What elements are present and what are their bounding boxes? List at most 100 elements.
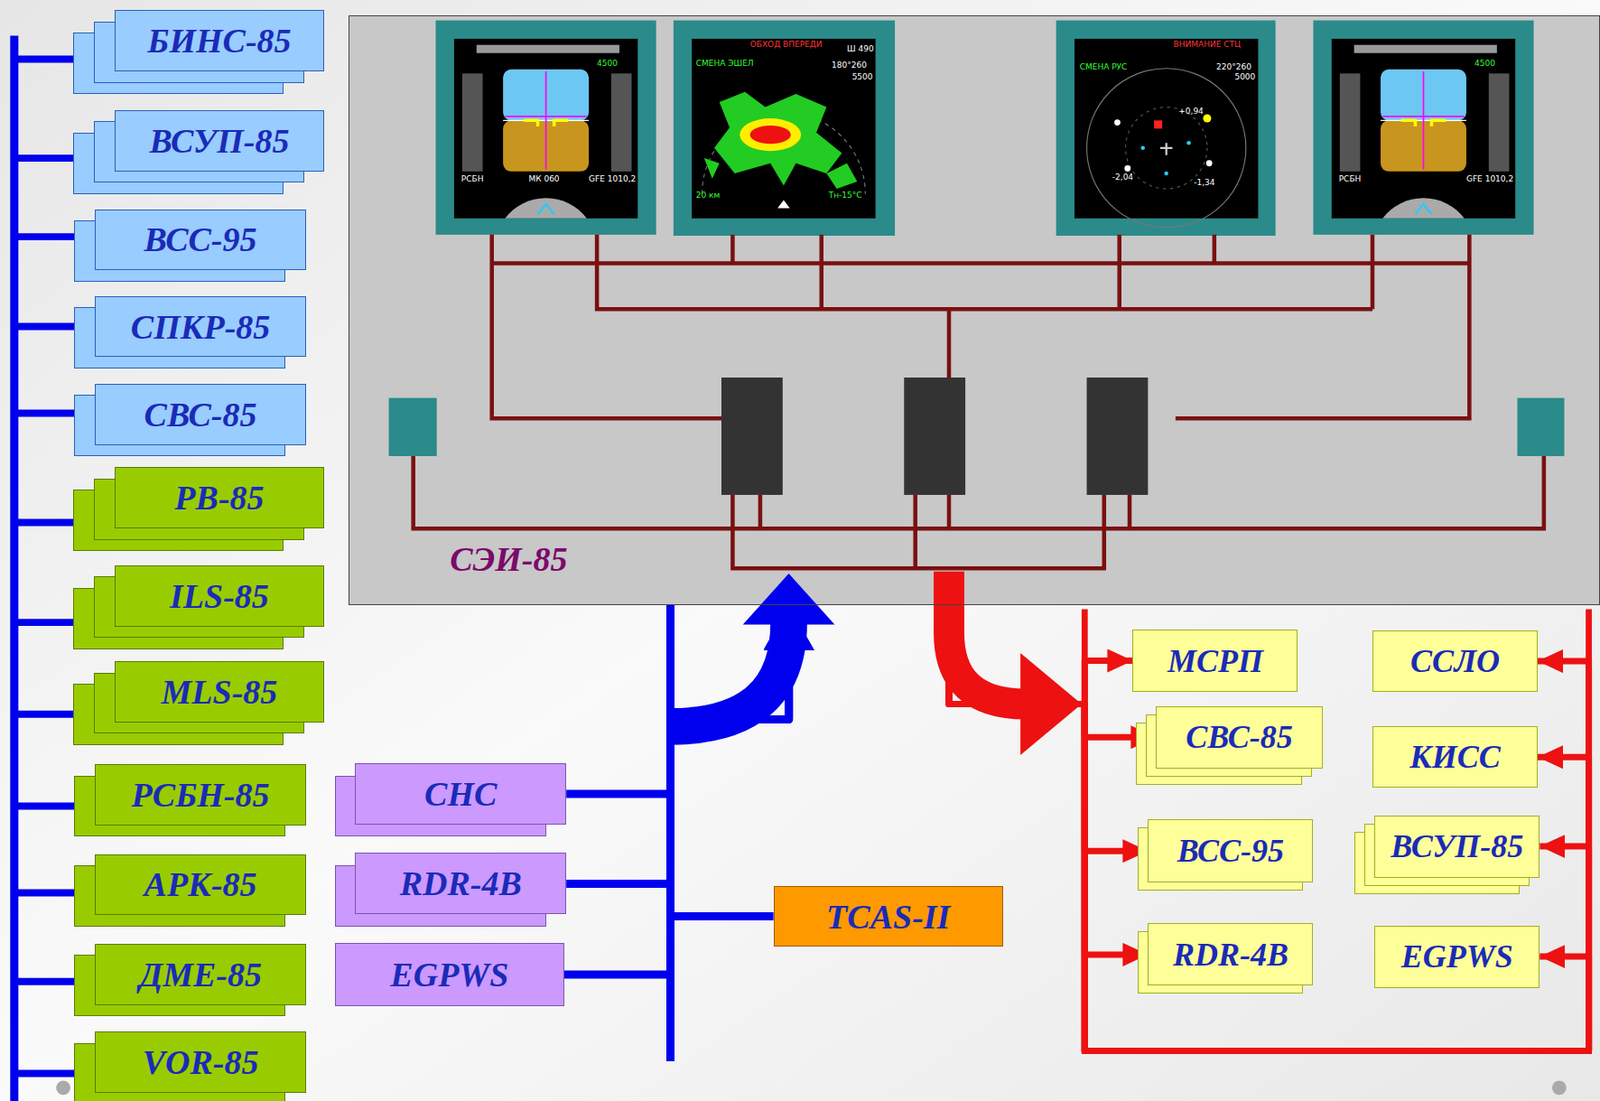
- box-label: РВ-85: [174, 480, 264, 515]
- svg-use: [436, 20, 657, 235]
- box-label: ILS-85: [169, 578, 270, 614]
- screen-readout: Тн-15°С: [828, 191, 863, 200]
- screen-readout: 4500: [596, 59, 618, 68]
- panel-title: СЭИ-85: [449, 541, 568, 577]
- svg-g: [1081, 608, 1592, 1054]
- screen-readout: РСБН: [461, 175, 484, 184]
- svg-g: [1056, 20, 1276, 236]
- svg-path: [669, 622, 789, 726]
- screen-readout: ОБХОД ВПЕРЕДИ: [750, 40, 823, 49]
- box-label: БИНС-85: [147, 23, 291, 58]
- screen-readout: Ш 490: [846, 45, 875, 54]
- svg-rect: [389, 398, 438, 456]
- display-system-panel: СЭИ-85: [348, 15, 1600, 605]
- svg-rect: [1087, 377, 1149, 495]
- svg-line: [14, 977, 77, 986]
- output-connector: [948, 604, 1590, 1052]
- svg-polyline: [596, 234, 1373, 309]
- screen-readout: -1,34: [1193, 178, 1215, 187]
- svg-polyline: [758, 494, 763, 529]
- output-connector: [948, 604, 1590, 1052]
- svg-polyline: [492, 260, 1470, 266]
- svg-circle: [1202, 114, 1211, 123]
- svg-rect: [1056, 20, 1276, 236]
- sensor-box: СВС-85: [94, 383, 307, 446]
- radio-box: MLS-85: [114, 660, 326, 723]
- screen-readout: СМЕНА РУС: [1079, 63, 1128, 72]
- radio-box: АРК-85: [94, 854, 307, 916]
- box-label: СВС-85: [1185, 720, 1293, 754]
- svg-line: [14, 618, 77, 626]
- output-connector: [948, 604, 1156, 737]
- tcas-box: TCAS-II: [773, 885, 1004, 948]
- screen-readout: МК 060: [528, 175, 559, 184]
- svg-rect: [348, 15, 1600, 605]
- radio-box: ILS-85: [114, 565, 326, 627]
- svg-circle: [1206, 159, 1213, 167]
- svg-path: [714, 92, 842, 187]
- data-bus-connector: [564, 604, 790, 975]
- svg-rect: [673, 20, 895, 236]
- svg-use: [1312, 20, 1534, 235]
- svg-path: [948, 571, 1026, 705]
- screen-readout: -2,04: [1112, 173, 1134, 182]
- svg-circle: [1125, 107, 1208, 189]
- svg-polyline: [732, 494, 1104, 568]
- radio-box: VOR-85: [94, 1031, 307, 1093]
- data-bus-connector: [566, 604, 789, 884]
- svg-ellipse: [750, 125, 791, 144]
- svg-circle: [1087, 68, 1247, 228]
- svg-rect: [691, 38, 875, 219]
- box-label: ВСУП-85: [148, 123, 289, 159]
- svg-polyline: [730, 234, 735, 264]
- radio-box: РСБН-85: [94, 763, 307, 826]
- svg-circle: [1124, 165, 1131, 172]
- svg-path: [704, 158, 858, 189]
- sensor-box: ВСС-95: [94, 209, 307, 271]
- svg-g: [14, 59, 77, 1074]
- svg-polyline: [1212, 234, 1218, 264]
- output-connector: [948, 604, 1133, 705]
- screen-readout: 5000: [1234, 73, 1256, 82]
- svg-circle: [1186, 140, 1191, 146]
- box-label: TCAS-II: [826, 899, 950, 934]
- screen-readout: +0,94: [1178, 107, 1204, 116]
- output-connector: [948, 604, 1148, 851]
- consumer-box: СВС-85: [1155, 706, 1322, 769]
- consumer-box: КИСС: [1372, 725, 1538, 788]
- svg-rect: [9, 36, 19, 1101]
- consumer-box: ВСУП-85: [1374, 815, 1540, 878]
- box-label: EGPWS: [390, 957, 509, 992]
- box-label: ВСС-95: [1177, 834, 1284, 867]
- svg-line: [14, 154, 77, 162]
- box-label: RDR-4B: [400, 865, 522, 901]
- warning-box: EGPWS: [334, 942, 565, 1006]
- svg-path: [777, 199, 791, 208]
- svg-circle: [1163, 171, 1169, 177]
- svg-polyline: [912, 494, 918, 568]
- svg-circle: [1140, 146, 1145, 151]
- svg-polyline: [1175, 234, 1470, 419]
- consumer-box: EGPWS: [1374, 925, 1540, 988]
- box-label: СПКР-85: [130, 309, 271, 345]
- svg-path: [1160, 142, 1173, 156]
- nav-box: СНС: [354, 762, 567, 825]
- svg-polyline: [947, 308, 952, 378]
- data-bus-connector: [670, 604, 790, 917]
- screen-readout: 180°260: [831, 61, 867, 70]
- box-label: ВСС-95: [144, 222, 258, 257]
- box-label: СВС-85: [144, 397, 258, 432]
- svg-rect: [721, 377, 783, 495]
- box-label: КИСС: [1409, 740, 1500, 773]
- radio-box: ДМЕ-85: [94, 943, 307, 1005]
- sensor-box: СПКР-85: [94, 296, 307, 358]
- screen-readout: 4500: [1474, 59, 1496, 68]
- screen-readout: СМЕНА ЭШЕЛ: [696, 59, 754, 68]
- screen-readout: РСБН: [1339, 175, 1362, 184]
- box-label: ДМЕ-85: [139, 957, 262, 992]
- screen-readout: ВНИМАНИЕ СТЦ: [1173, 40, 1241, 49]
- box-label: МСРП: [1167, 644, 1264, 678]
- screen-readout: GFE 1010,2: [1466, 175, 1514, 184]
- radio-box: РВ-85: [114, 466, 326, 529]
